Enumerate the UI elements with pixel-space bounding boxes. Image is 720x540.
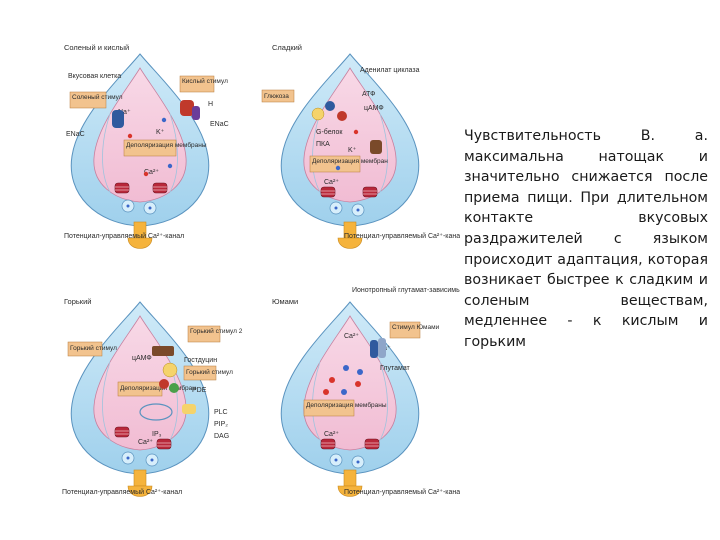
depolarization-label: Деполяризация мембран bbox=[120, 384, 196, 392]
calcium-channel-icon bbox=[320, 438, 336, 450]
glucose-label: Глюкоза bbox=[264, 93, 289, 100]
channel-label: Потенциал-управляемый Ca²⁺-канал bbox=[64, 232, 184, 240]
gustducin-label: Гостдуцин bbox=[184, 357, 217, 364]
panel-title: Сладкий bbox=[272, 43, 302, 52]
adenylate-label: Аденилат циклаза bbox=[360, 67, 420, 74]
ca-label: Ca²⁺ bbox=[324, 179, 339, 186]
bitter-stimulus-2-label: Горький стимул 2 bbox=[190, 327, 243, 335]
depolarization-box bbox=[123, 139, 177, 157]
glucose-box bbox=[261, 89, 295, 103]
salty-stimulus-box bbox=[69, 91, 107, 109]
k-label: K⁺ bbox=[156, 129, 165, 136]
sour-stimulus-label: Кислый стимул bbox=[182, 77, 228, 85]
calcium-channel-icon bbox=[114, 426, 130, 438]
depolarization-box bbox=[117, 381, 163, 397]
panel-bitter: Горький Горький стимул 2 Горький стимул … bbox=[62, 297, 243, 497]
depolarization-label: Деполяризация мембран bbox=[312, 157, 388, 165]
pka-label: ПКА bbox=[316, 141, 330, 148]
panel-title: Юмами bbox=[272, 297, 298, 306]
dag-label: DAG bbox=[214, 433, 229, 440]
gprotein-label: G-белок bbox=[316, 128, 343, 136]
plc-label: PLC bbox=[214, 409, 228, 416]
ca-label: Ca²⁺ bbox=[144, 169, 159, 176]
channel-label: Потенциал-управляемый Ca²⁺-канал bbox=[344, 232, 460, 240]
bitter-stimulus-3-box bbox=[183, 365, 217, 381]
bitter-stimulus-label: Горький стимул bbox=[70, 344, 117, 352]
camp-label: цАМФ bbox=[132, 355, 152, 362]
enac-left-label: ENaC bbox=[66, 131, 85, 138]
ca2-label: Ca²⁺ bbox=[324, 431, 339, 438]
receptor-icon bbox=[370, 338, 386, 358]
glutamate-particles bbox=[323, 365, 363, 395]
vesicle-icon bbox=[121, 199, 135, 213]
panel-umami: Юмами Ионотропный глутамат-зависимый кан… bbox=[272, 286, 460, 497]
enac-right-label: ENaC bbox=[210, 121, 229, 128]
umami-stimulus-label: Стимул Юмами bbox=[392, 324, 440, 331]
ca-label: Ca²⁺ bbox=[344, 333, 359, 340]
bitter-stimulus-2-box bbox=[187, 325, 221, 343]
pde-label: PDE bbox=[192, 387, 207, 394]
panel-sweet: Сладкий Аденилат циклаза АТФ цАМФ Глюкоз… bbox=[261, 43, 460, 249]
channel-label: Потенциал-управляемый Ca²⁺-канал bbox=[344, 488, 460, 496]
na-label: Na⁺ bbox=[118, 109, 131, 116]
receptor-icon bbox=[311, 101, 382, 154]
depolarization-label: Деполяризация мембраны bbox=[306, 401, 387, 409]
taste-cell-label: Вкусовая клетка bbox=[68, 73, 121, 80]
salty-stimulus-label: Соленый стимул bbox=[72, 93, 123, 101]
atp-label: АТФ bbox=[362, 91, 376, 98]
ca-label: Ca²⁺ bbox=[138, 439, 153, 446]
depolarization-box bbox=[303, 399, 355, 417]
panel-sour-salty: Соленый и кислый Вкусовая клетка Кислый … bbox=[64, 43, 229, 249]
bitter-stimulus-3-label: Горький стимул bbox=[186, 368, 233, 376]
depolarization-box bbox=[309, 155, 361, 173]
calcium-channel-icon bbox=[320, 186, 336, 198]
ip3-label: IP₃ bbox=[152, 431, 162, 438]
sour-stimulus-box bbox=[179, 75, 215, 93]
glutamate-label: Глутамат bbox=[380, 365, 411, 372]
panel-title: Соленый и кислый bbox=[64, 43, 129, 52]
receptor-icon bbox=[139, 346, 196, 421]
ionotropic-label: Ионотропный глутамат-зависимый канал bbox=[352, 286, 460, 294]
ion-channel-icon bbox=[112, 100, 200, 128]
h-label: H bbox=[208, 101, 213, 108]
bitter-stimulus-box bbox=[67, 341, 103, 357]
umami-stimulus-box bbox=[389, 321, 421, 339]
calcium-channel-icon bbox=[114, 182, 130, 194]
caption-text: Чувствительность В. а. максимальна натощ… bbox=[464, 128, 708, 350]
channel-label: Потенциал-управляемый Ca²⁺-канал bbox=[62, 488, 182, 496]
k-label: K⁺ bbox=[348, 147, 357, 154]
pip2-label: PIP₂ bbox=[214, 421, 228, 428]
depolarization-label: Деполяризация мембраны bbox=[126, 141, 207, 149]
panel-title: Горький bbox=[64, 297, 91, 306]
camp-label: цАМФ bbox=[364, 105, 384, 112]
taste-transduction-figure: Соленый и кислый Вкусовая клетка Кислый … bbox=[60, 40, 460, 510]
